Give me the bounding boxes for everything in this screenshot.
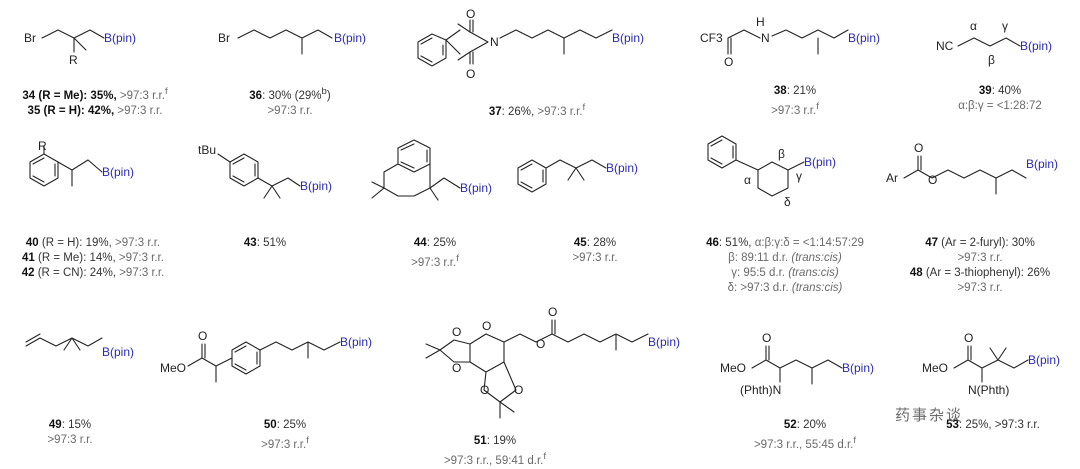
caption-39: 39: 40% α:β:γ = <1:28:72 bbox=[958, 85, 1042, 112]
atom-o: O bbox=[480, 383, 489, 397]
atom-bpin: B(pin) bbox=[804, 155, 836, 169]
atom-br: Br bbox=[24, 31, 36, 45]
caption-45: 45: 28% >97:3 r.r. bbox=[572, 237, 618, 264]
caption-52: 52: 20% >97:3 r.r., 55:45 d.r.f bbox=[753, 419, 857, 451]
atom-bpin: B(pin) bbox=[334, 31, 366, 45]
atom-br: Br bbox=[218, 31, 230, 45]
caption-36: 36: 30% (29%b) >97:3 r.r. bbox=[249, 86, 331, 117]
atom-r: R bbox=[69, 53, 78, 67]
atom-bpin: B(pin) bbox=[300, 179, 332, 193]
label-alpha: α bbox=[744, 173, 751, 187]
caption-50: 50: 25% >97:3 r.r.f bbox=[261, 419, 309, 451]
atom-nphth: N(Phth) bbox=[968, 383, 1009, 397]
atom-o: O bbox=[452, 361, 461, 375]
atom-bpin: B(pin) bbox=[612, 31, 644, 45]
atom-meo: MeO bbox=[720, 361, 746, 375]
atom-bpin: B(pin) bbox=[842, 361, 874, 375]
atom-o: O bbox=[928, 173, 937, 187]
atom-labels: Br R B(pin) Br B(pin) O O N B(pin) CF3 H… bbox=[24, 7, 1060, 397]
caption-44: 44: 25% >97:3 r.r.f bbox=[411, 237, 459, 269]
label-beta: β bbox=[778, 147, 785, 161]
caption-49: 49: 15% >97:3 r.r. bbox=[47, 419, 93, 446]
atom-meo: MeO bbox=[922, 361, 948, 375]
atom-n: N bbox=[490, 35, 499, 49]
label-gamma: γ bbox=[1002, 19, 1008, 33]
atom-tbu: tBu bbox=[198, 143, 216, 157]
watermark: 药事杂谈 bbox=[895, 407, 964, 424]
atom-bpin: B(pin) bbox=[104, 31, 136, 45]
atom-o: O bbox=[536, 337, 545, 351]
atom-o: O bbox=[514, 383, 523, 397]
caption-40-42: 40 (R = H): 19%, >97:3 r.r. 41 (R = Me):… bbox=[21, 237, 165, 279]
atom-h: H bbox=[756, 15, 765, 29]
bonds bbox=[25, 19, 1029, 419]
caption-53: 53: 25%, >97:3 r.r. bbox=[946, 419, 1040, 431]
caption-46: 46: 51%, α:β:γ:δ = <1:14:57:29 β: 89:11 … bbox=[706, 237, 864, 294]
atom-o: O bbox=[466, 67, 475, 81]
atom-o: O bbox=[466, 7, 475, 21]
atom-o: O bbox=[452, 325, 461, 339]
atom-meo: MeO bbox=[160, 361, 186, 375]
caption-51: 51: 19% >97:3 r.r., 59:41 d.r.f bbox=[443, 435, 547, 467]
label-gamma: γ bbox=[796, 169, 802, 183]
caption-43: 43: 51% bbox=[243, 237, 287, 249]
atom-cf3: CF3 bbox=[700, 31, 723, 45]
atom-bpin: B(pin) bbox=[102, 345, 134, 359]
atom-bpin: B(pin) bbox=[340, 335, 372, 349]
atom-bpin: B(pin) bbox=[606, 161, 638, 175]
label-delta: δ bbox=[784, 195, 791, 209]
atom-bpin: B(pin) bbox=[460, 181, 492, 195]
atom-o: O bbox=[914, 141, 923, 155]
atom-bpin: B(pin) bbox=[1020, 39, 1052, 53]
atom-o: O bbox=[198, 329, 207, 343]
atom-phthn: (Phth)N bbox=[740, 383, 781, 397]
atom-n: N bbox=[761, 31, 770, 45]
label-beta: β bbox=[988, 53, 995, 67]
atom-o: O bbox=[482, 319, 491, 333]
atom-nc: NC bbox=[936, 39, 954, 53]
atom-o: O bbox=[724, 55, 733, 69]
atom-o: O bbox=[762, 331, 771, 345]
atom-bpin: B(pin) bbox=[1026, 157, 1058, 171]
atom-bpin: B(pin) bbox=[648, 335, 680, 349]
atom-ar: Ar bbox=[886, 171, 898, 185]
caption-38: 38: 21% >97:3 r.r.f bbox=[771, 85, 819, 117]
atom-o: O bbox=[548, 305, 557, 319]
label-alpha: α bbox=[970, 19, 977, 33]
caption-34-35: 34 (R = Me): 35%, >97:3 r.r.f 35 (R = H)… bbox=[22, 86, 168, 117]
caption-37: 37: 26%, >97:3 r.r.f bbox=[488, 102, 586, 118]
atom-bpin: B(pin) bbox=[1028, 353, 1060, 367]
caption-47-48: 47 (Ar = 2-furyl): 30% >97:3 r.r. 48 (Ar… bbox=[909, 237, 1051, 294]
atom-r: R bbox=[38, 139, 47, 153]
atom-bpin: B(pin) bbox=[848, 31, 880, 45]
atom-bpin: B(pin) bbox=[102, 165, 134, 179]
atom-o: O bbox=[964, 331, 973, 345]
